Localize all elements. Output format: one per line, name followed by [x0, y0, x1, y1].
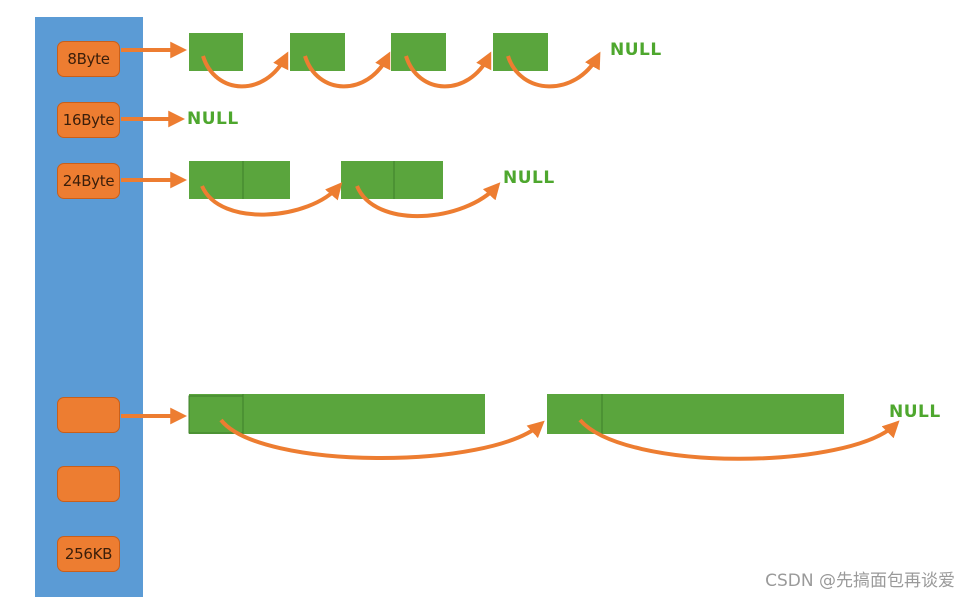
next-pointer-span-2 [578, 418, 900, 461]
size-class-8byte: 8Byte [57, 41, 120, 77]
csdn-watermark: CSDN @先搞面包再谈爱 [765, 571, 955, 591]
size-class-24byte: 24Byte [57, 163, 120, 199]
block-8byte-3 [391, 33, 446, 71]
next-pointer-8byte-1 [201, 51, 289, 89]
size-class-unlabeled-1 [57, 397, 120, 433]
block-24byte-2 [341, 161, 443, 199]
size-class-16byte: 16Byte [57, 102, 120, 138]
null-terminator-16byte: NULL [187, 109, 239, 129]
null-terminator-24byte: NULL [503, 168, 555, 188]
block-8byte-1 [189, 33, 243, 71]
next-pointer-8byte-4 [506, 51, 601, 89]
span-block-2 [547, 394, 844, 434]
next-pointer-24byte-2 [355, 182, 501, 218]
block-8byte-2 [290, 33, 345, 71]
block-8byte-4 [493, 33, 548, 71]
next-pointer-24byte-1 [200, 182, 343, 217]
null-terminator-span: NULL [889, 402, 941, 422]
size-class-256kb: 256KB [57, 536, 120, 572]
next-pointer-span-1 [219, 418, 545, 460]
next-pointer-8byte-3 [404, 51, 492, 89]
span-block-1 [189, 394, 485, 434]
size-class-unlabeled-2 [57, 466, 120, 502]
next-pointer-8byte-2 [303, 51, 391, 89]
null-terminator-8byte: NULL [610, 40, 662, 60]
